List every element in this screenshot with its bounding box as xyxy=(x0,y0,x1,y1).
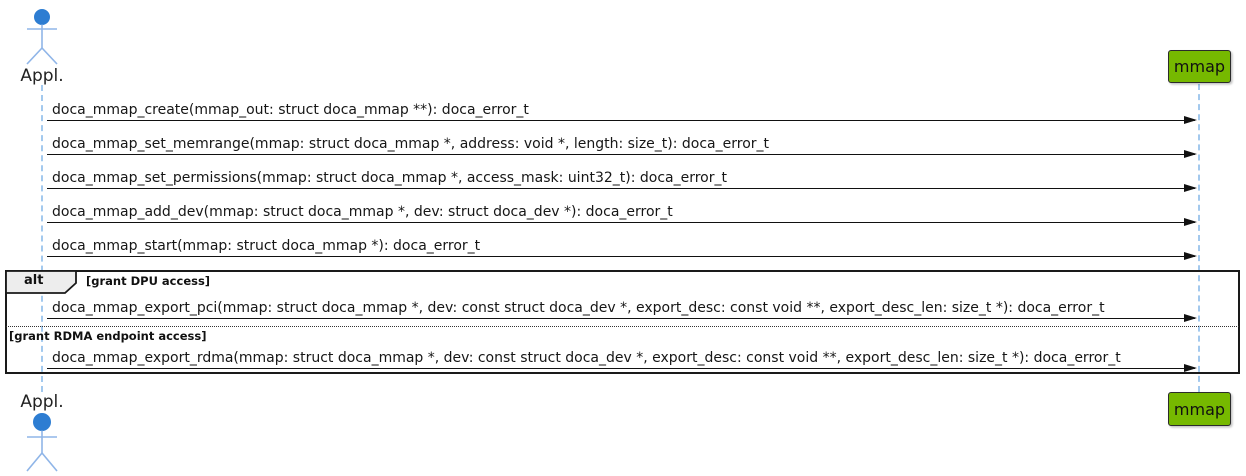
message-arrow xyxy=(47,183,1197,192)
message-label: doca_mmap_export_rdma(mmap: struct doca_… xyxy=(52,350,1121,366)
message-add-dev: doca_mmap_add_dev(mmap: struct doca_mmap… xyxy=(47,204,1197,226)
message-export-rdma: doca_mmap_export_rdma(mmap: struct doca_… xyxy=(47,350,1197,372)
message-arrow xyxy=(47,149,1197,158)
participant-mmap-top: mmap xyxy=(1168,50,1231,83)
arrowhead-icon xyxy=(1184,183,1197,192)
message-arrow xyxy=(47,217,1197,226)
alt-frame xyxy=(5,270,1240,374)
alt-section-divider xyxy=(6,326,1239,327)
lifeline-appl xyxy=(41,85,43,392)
message-label: doca_mmap_set_permissions(mmap: struct d… xyxy=(52,170,727,186)
message-label: doca_mmap_start(mmap: struct doca_mmap *… xyxy=(52,238,481,254)
message-set-memrange: doca_mmap_set_memrange(mmap: struct doca… xyxy=(47,136,1197,158)
arrowhead-icon xyxy=(1184,363,1197,372)
message-arrow xyxy=(47,313,1197,322)
message-create: doca_mmap_create(mmap_out: struct doca_m… xyxy=(47,102,1197,124)
participant-mmap-bottom: mmap xyxy=(1168,392,1231,426)
alt-guard-rdma: [grant RDMA endpoint access] xyxy=(9,329,207,343)
lifeline-mmap xyxy=(1198,84,1200,392)
message-label: doca_mmap_add_dev(mmap: struct doca_mmap… xyxy=(52,204,673,220)
message-arrow xyxy=(47,115,1197,124)
alt-operator-label: alt xyxy=(24,273,44,288)
actor-icon xyxy=(18,409,66,473)
actor-label-top: Appl. xyxy=(20,66,64,86)
message-export-pci: doca_mmap_export_pci(mmap: struct doca_m… xyxy=(47,300,1197,322)
alt-operator-box xyxy=(5,270,77,294)
actor-icon xyxy=(18,4,66,68)
arrowhead-icon xyxy=(1184,149,1197,158)
message-label: doca_mmap_export_pci(mmap: struct doca_m… xyxy=(52,300,1105,316)
arrowhead-icon xyxy=(1184,313,1197,322)
message-label: doca_mmap_set_memrange(mmap: struct doca… xyxy=(52,136,770,152)
arrowhead-icon xyxy=(1184,115,1197,124)
arrowhead-icon xyxy=(1184,251,1197,260)
message-set-permissions: doca_mmap_set_permissions(mmap: struct d… xyxy=(47,170,1197,192)
message-arrow xyxy=(47,363,1197,372)
actor-label-bottom: Appl. xyxy=(20,392,64,412)
message-label: doca_mmap_create(mmap_out: struct doca_m… xyxy=(52,102,529,118)
alt-guard-dpu: [grant DPU access] xyxy=(86,274,211,288)
message-start: doca_mmap_start(mmap: struct doca_mmap *… xyxy=(47,238,1197,260)
message-arrow xyxy=(47,251,1197,260)
arrowhead-icon xyxy=(1184,217,1197,226)
